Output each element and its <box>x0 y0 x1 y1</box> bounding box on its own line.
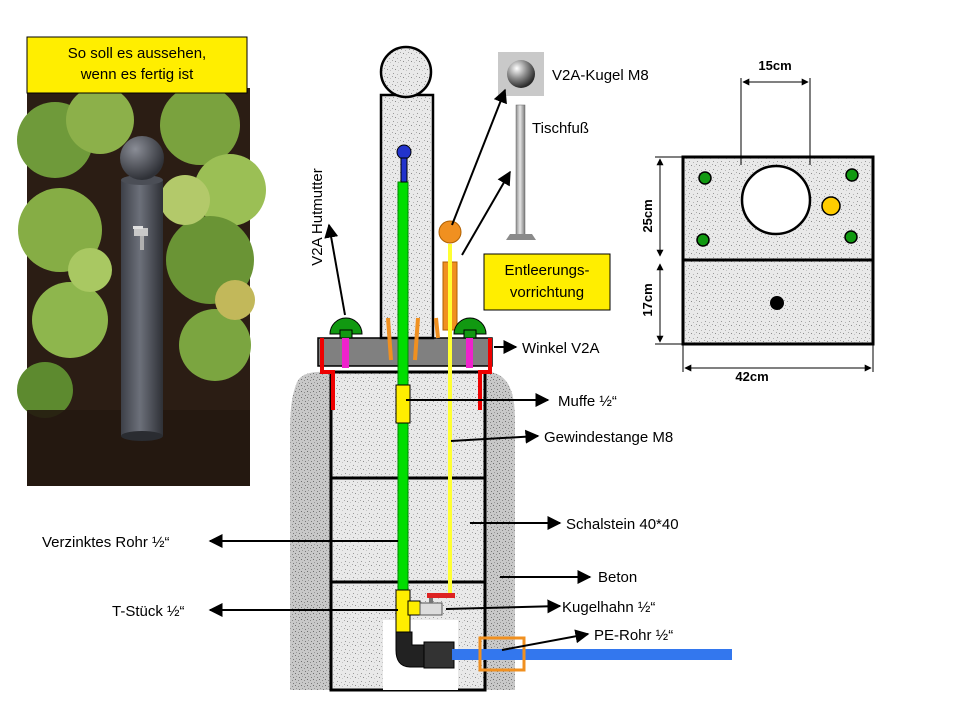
pe-rohr <box>452 649 732 660</box>
top-view-diagram: 15cm 25cm 17cm 42cm <box>640 58 875 384</box>
v2a-kugel-orange <box>438 220 462 244</box>
entleerung-label-box: Entleerungs- vorrichtung <box>483 253 611 311</box>
label-kugelhahn: Kugelhahn ½“ <box>562 599 655 616</box>
label-hutmutter: V2A Hutmutter <box>309 168 326 266</box>
entleerung-line1: Entleerungs- <box>504 262 589 279</box>
v2a-kugel-photo <box>498 52 544 96</box>
label-verzinktes-rohr: Verzinktes Rohr ½“ <box>42 534 170 551</box>
muffe <box>395 384 411 424</box>
photo-pillar <box>120 136 164 441</box>
tap-outlet-icon <box>396 144 412 160</box>
winkel-v2a-left <box>320 338 335 410</box>
photo-caption-box: So soll es aussehen, wenn es fertig ist <box>26 36 248 94</box>
entleerung-line2: vorrichtung <box>510 284 584 301</box>
leader-lines <box>208 88 592 651</box>
dim-height-lower: 17cm <box>640 283 655 316</box>
label-gewindestange: Gewindestange M8 <box>544 429 673 446</box>
column-top-ball <box>379 45 433 99</box>
photo-caption-line1: So soll es aussehen, <box>68 45 206 62</box>
dim-width-top: 15cm <box>758 58 791 73</box>
dim-width-bottom: 42cm <box>735 369 768 384</box>
photo-caption-line2: wenn es fertig ist <box>80 66 194 83</box>
pe-rohr-sleeve <box>478 636 526 672</box>
foliage <box>17 85 266 418</box>
kugelhahn <box>419 593 455 616</box>
label-pe-rohr: PE-Rohr ½“ <box>594 627 673 644</box>
winkel-v2a-right <box>478 338 492 410</box>
label-t-stueck: T-Stück ½“ <box>112 603 185 620</box>
label-winkel: Winkel V2A <box>522 340 600 357</box>
hutmutter-right <box>453 317 487 368</box>
tischfuss-illustration <box>506 104 536 240</box>
elbow-fitting <box>395 631 455 669</box>
label-tischfuss: Tischfuß <box>532 120 589 137</box>
dim-height-upper: 25cm <box>640 199 655 232</box>
label-muffe: Muffe ½“ <box>558 393 617 410</box>
label-schalstein: Schalstein 40*40 <box>566 516 679 533</box>
label-beton: Beton <box>598 569 637 586</box>
cross-section <box>290 45 732 692</box>
label-v2a-kugel: V2A-Kugel M8 <box>552 67 649 84</box>
hutmutter-left <box>329 317 363 368</box>
gewindestange <box>448 244 452 594</box>
finished-fountain-photo <box>17 85 266 486</box>
